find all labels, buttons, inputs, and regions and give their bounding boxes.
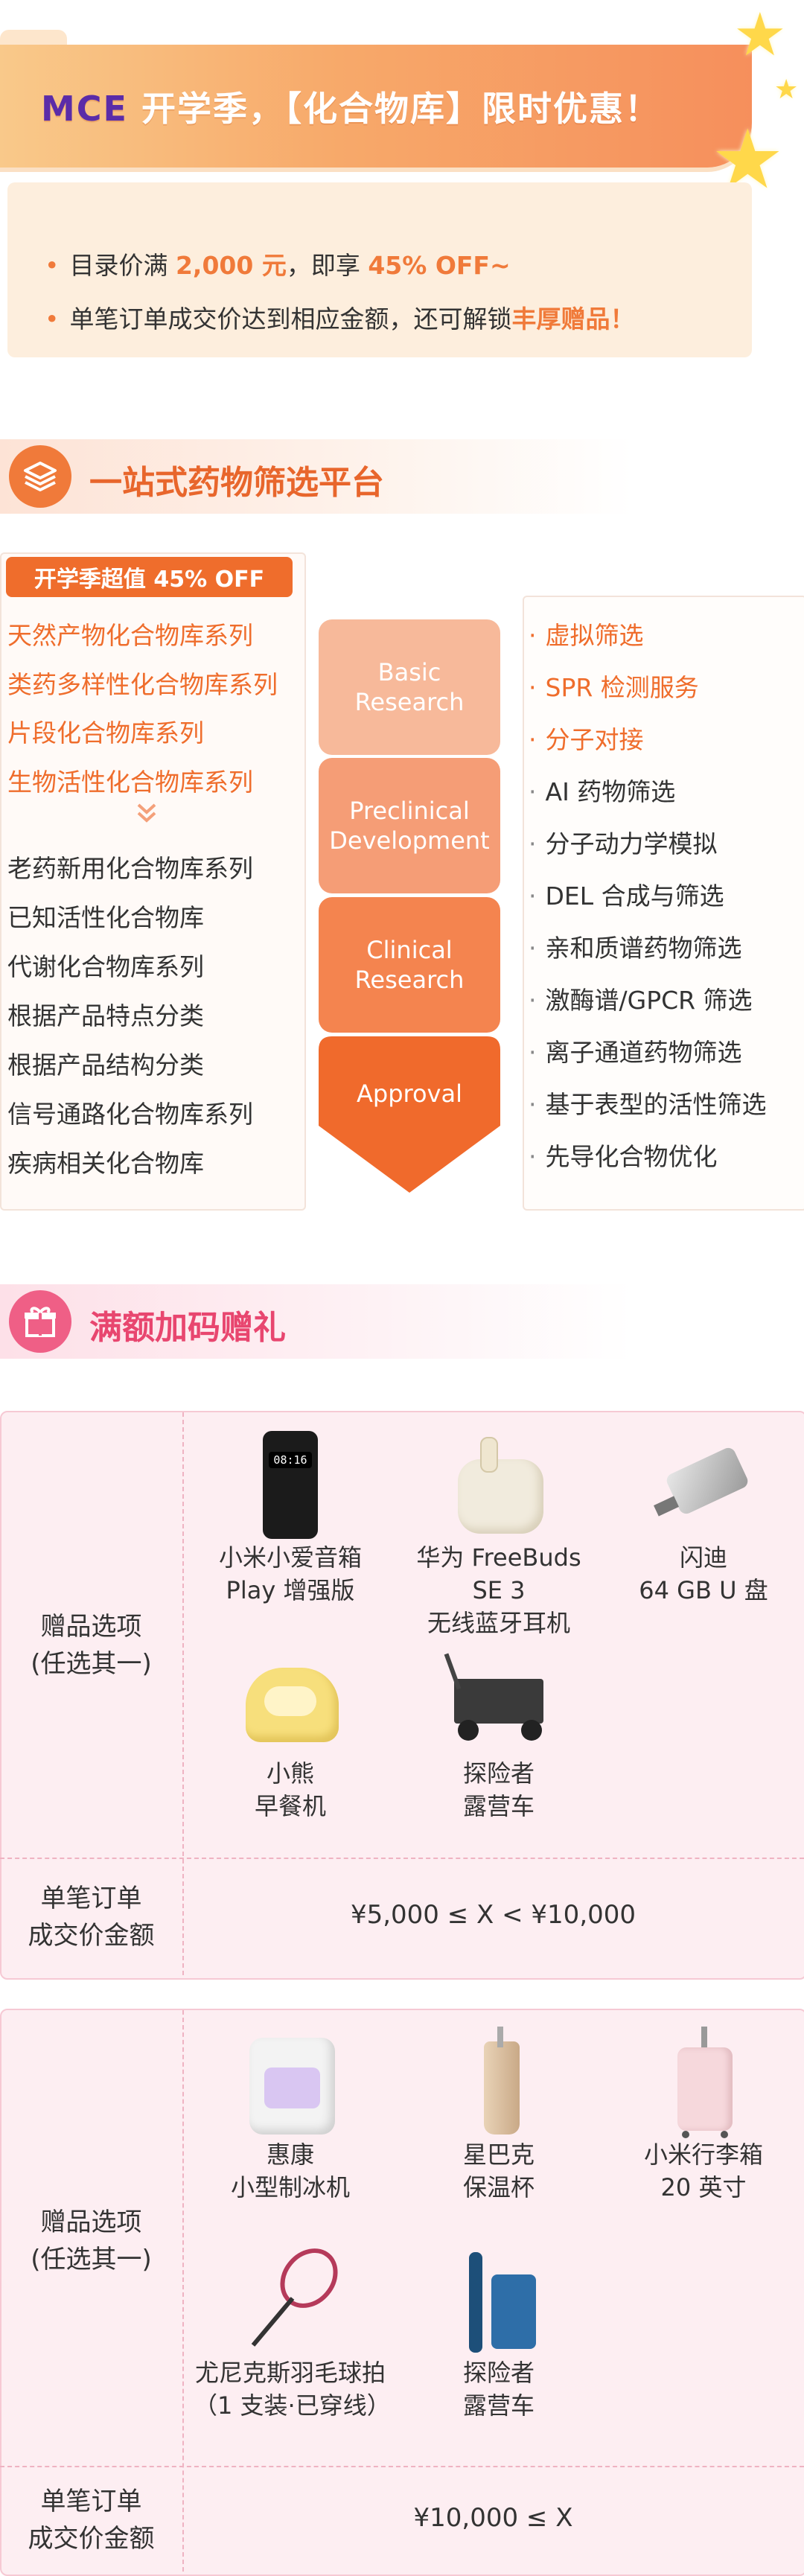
table-divider xyxy=(182,1412,184,1975)
section-header-platform: 一站式药物筛选平台 xyxy=(0,439,633,514)
ice-maker-icon xyxy=(234,2027,346,2138)
library-item[interactable]: 根据产品结构分类 xyxy=(7,1051,204,1080)
tier1-price-range: ¥5,000 ≤ X < ¥10,000 xyxy=(350,1900,636,1930)
section-title: 一站式药物筛选平台 xyxy=(89,464,384,502)
tier2-price-range: ¥10,000 ≤ X xyxy=(413,2503,573,2533)
gift-item-camping-cart[interactable]: 探险者露营车 xyxy=(402,1645,596,1823)
suitcase-icon xyxy=(648,2027,759,2138)
section-header-gifts: 满额加码赠礼 xyxy=(0,1284,633,1359)
service-item: ·离子通道药物筛选 xyxy=(529,1038,742,1067)
library-item[interactable]: 信号通路化合物库系列 xyxy=(7,1100,253,1129)
service-item: ·先导化合物优化 xyxy=(529,1142,718,1171)
stage-approval-label: Approval xyxy=(357,1080,462,1108)
sandwich-maker-icon xyxy=(234,1645,346,1757)
smart-speaker-icon: 08:16 xyxy=(234,1429,346,1541)
library-item[interactable]: 老药新用化合物库系列 xyxy=(7,854,253,883)
service-item: ·虚拟筛选 xyxy=(529,621,644,650)
library-item[interactable]: 片段化合物库系列 xyxy=(7,718,204,747)
compound-library-panel xyxy=(0,552,306,1211)
screening-service-panel xyxy=(523,596,804,1211)
table-divider xyxy=(182,2010,184,2572)
stage-approval-arrow xyxy=(319,1036,500,1193)
service-item: ·激酶谱/GPCR 筛选 xyxy=(529,986,753,1015)
gift-options-label: 赠品选项(任选其一) xyxy=(31,2207,152,2274)
tumbler-icon xyxy=(443,2027,555,2138)
gift-item-toothbrush[interactable]: 探险者露营车 xyxy=(402,2245,596,2422)
library-item[interactable]: 疾病相关化合物库 xyxy=(7,1149,204,1178)
library-item[interactable]: 已知活性化合物库 xyxy=(7,903,204,932)
service-item: ·SPR 检测服务 xyxy=(529,673,699,702)
star-icon: ★ xyxy=(774,74,799,105)
layers-icon xyxy=(9,445,71,508)
service-item: ·分子对接 xyxy=(529,725,644,754)
service-item: ·DEL 合成与筛选 xyxy=(529,881,724,911)
usb-drive-icon xyxy=(648,1429,759,1541)
double-chevron-down-icon xyxy=(134,800,159,832)
service-item: ·分子动力学模拟 xyxy=(529,829,718,858)
library-item[interactable]: 根据产品特点分类 xyxy=(7,1001,204,1030)
order-amount-label: 单笔订单成交价金额 xyxy=(28,1884,155,1951)
gift-options-label: 赠品选项(任选其一) xyxy=(31,1612,152,1679)
table-divider xyxy=(0,2466,804,2467)
promo-banner xyxy=(0,45,752,168)
section-title: 满额加码赠礼 xyxy=(89,1309,286,1347)
table-divider xyxy=(0,1858,804,1859)
library-item[interactable]: 类药多样性化合物库系列 xyxy=(7,670,278,699)
camping-cart-icon xyxy=(443,1645,555,1757)
gift-icon xyxy=(9,1290,71,1353)
gift-item-breakfast-maker[interactable]: 小熊早餐机 xyxy=(194,1645,387,1823)
order-amount-label: 单笔订单成交价金额 xyxy=(28,2487,155,2554)
gift-item-badminton-racket[interactable]: 尤尼克斯羽毛球拍（1 支装·已穿线） xyxy=(194,2245,391,2422)
library-item[interactable]: 生物活性化合物库系列 xyxy=(7,768,253,797)
electric-toothbrush-icon xyxy=(443,2245,555,2356)
gift-item-tumbler[interactable]: 星巴克保温杯 xyxy=(402,2027,596,2204)
offer-line-discount: •目录价满 2,000 元，即享 45% OFF~ xyxy=(45,251,511,280)
service-item: ·亲和质谱药物筛选 xyxy=(529,934,742,963)
earbuds-icon xyxy=(443,1429,555,1541)
banner-title: MCE 开学季，【化合物库】限时优惠！ xyxy=(41,89,660,129)
library-item[interactable]: 天然产物化合物库系列 xyxy=(7,621,253,650)
sale-tag: 开学季超值 45% OFF xyxy=(6,557,293,597)
service-item: ·AI 药物筛选 xyxy=(529,777,676,806)
gift-item-ice-maker[interactable]: 惠康小型制冰机 xyxy=(194,2027,387,2204)
offer-details-box xyxy=(7,182,752,357)
library-item[interactable]: 代谢化合物库系列 xyxy=(7,952,204,981)
star-icon: ★ xyxy=(733,0,787,69)
badminton-racket-icon xyxy=(234,2245,346,2356)
offer-line-gifts: •单笔订单成交价达到相应金额，还可解锁丰厚赠品！ xyxy=(45,305,635,334)
service-item: ·基于表型的活性筛选 xyxy=(529,1090,767,1119)
